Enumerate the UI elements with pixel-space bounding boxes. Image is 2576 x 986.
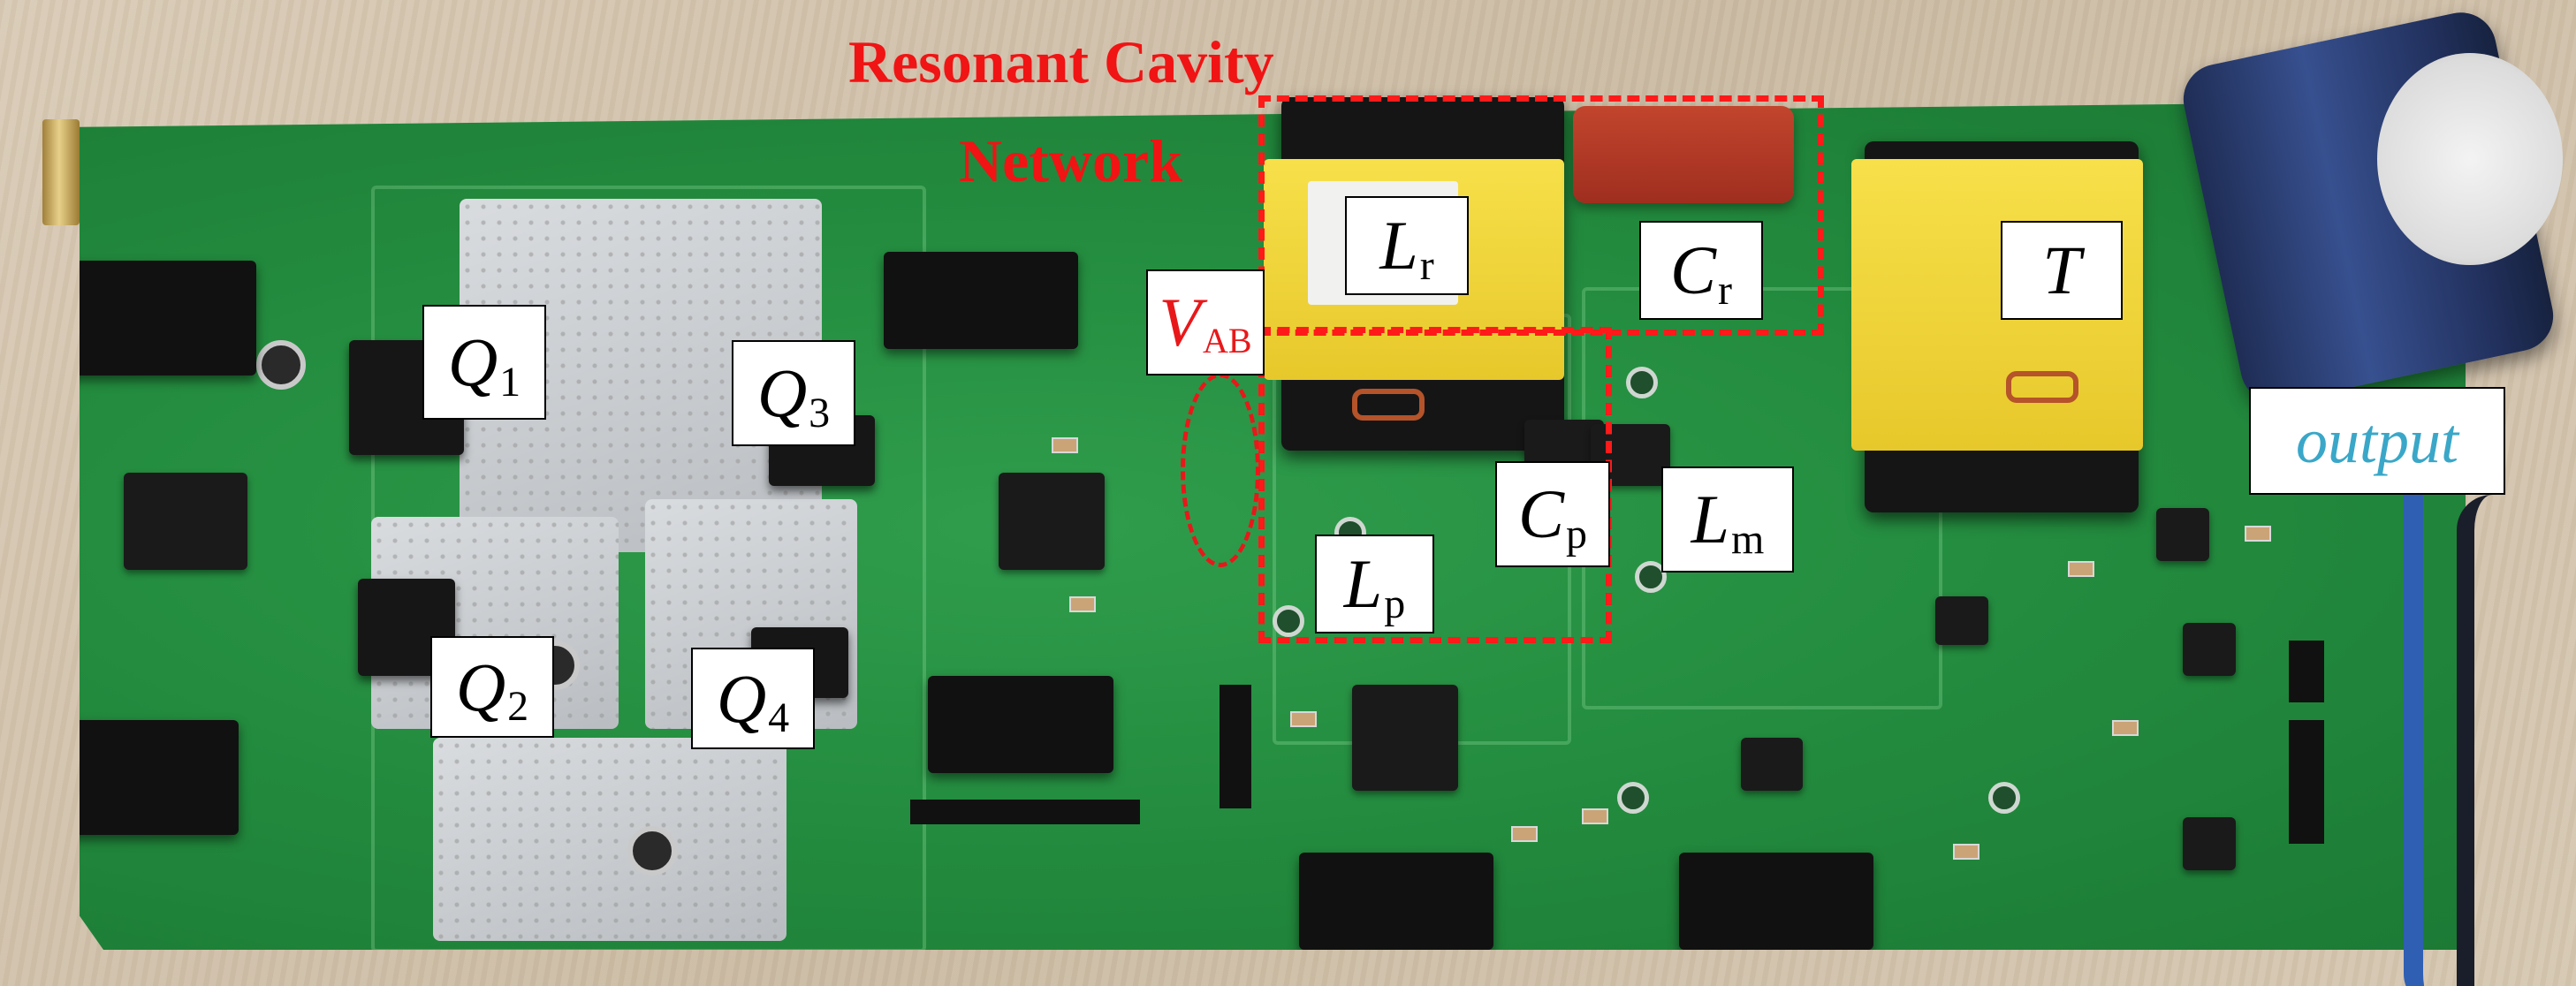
- label-t: T: [2001, 221, 2123, 320]
- small-ic: [1741, 738, 1803, 791]
- driver-ic: [999, 473, 1105, 570]
- smd-component: [1290, 711, 1317, 727]
- pin-header: [1220, 685, 1251, 808]
- smd-component: [1953, 844, 1979, 860]
- via: [1273, 605, 1304, 637]
- small-ic: [2183, 623, 2236, 676]
- isolated-driver-module: [1679, 853, 1873, 950]
- isolated-driver-module: [80, 720, 239, 835]
- small-ic: [2183, 817, 2236, 870]
- mounting-hole: [256, 340, 306, 390]
- label-q3-main: Q: [756, 354, 808, 431]
- driver-ic: [124, 473, 247, 570]
- isolated-driver-module: [928, 676, 1113, 773]
- smd-component: [2245, 526, 2271, 542]
- label-cr-main: C: [1669, 231, 1717, 308]
- smd-component: [2068, 561, 2094, 577]
- label-lp-sub: p: [1384, 580, 1406, 627]
- label-lm-main: L: [1691, 481, 1730, 557]
- label-t-main: T: [2042, 231, 2081, 308]
- small-ic: [2156, 508, 2209, 561]
- label-cp-sub: p: [1566, 510, 1588, 557]
- label-output: output: [2249, 387, 2505, 495]
- label-output-main: output: [2295, 406, 2458, 476]
- label-q3-sub: 3: [809, 389, 831, 436]
- label-lr-sub: r: [1419, 241, 1434, 289]
- label-vab-main: V: [1159, 284, 1202, 360]
- pin-header: [2289, 641, 2324, 702]
- smd-component: [1582, 808, 1608, 824]
- brass-standoff-left: [42, 119, 80, 225]
- label-q2-main: Q: [455, 648, 506, 725]
- label-q1-main: Q: [447, 323, 498, 400]
- label-lm-sub: m: [1731, 515, 1765, 563]
- via: [1617, 782, 1649, 814]
- smd-component: [1511, 826, 1538, 842]
- label-cp-main: C: [1517, 475, 1565, 552]
- label-q1-sub: 1: [499, 358, 521, 406]
- resonant-cavity-title-line2: Network: [959, 127, 1183, 194]
- output-wire-black: [2457, 495, 2576, 986]
- mounting-hole: [627, 826, 677, 876]
- label-q4-main: Q: [716, 659, 767, 737]
- resonant-capacitor-body: [1573, 106, 1794, 203]
- label-cr-sub: r: [1718, 266, 1732, 314]
- heatsink-plane-bottom: [433, 738, 786, 941]
- vab-measurement-ellipse: [1181, 373, 1260, 567]
- output-wire-blue: [2404, 459, 2576, 986]
- resonant-cavity-title-line1: Resonant Cavity: [848, 28, 1274, 95]
- smd-component: [1052, 437, 1078, 453]
- small-ic: [1935, 596, 1988, 645]
- transformer-winding: [2006, 371, 2078, 403]
- label-lr-main: L: [1379, 207, 1418, 284]
- isolated-driver-module: [884, 252, 1078, 349]
- label-lp-main: L: [1343, 545, 1383, 622]
- pin-header: [910, 800, 1140, 824]
- smd-component: [1069, 596, 1096, 612]
- via: [1988, 782, 2020, 814]
- isolated-driver-module: [80, 261, 256, 375]
- smd-component: [2112, 720, 2139, 736]
- via: [1626, 367, 1658, 398]
- copper-winding: [1352, 389, 1425, 421]
- pin-header: [2289, 720, 2324, 844]
- label-q4-sub: 4: [768, 694, 790, 741]
- label-vab-sub: AB: [1203, 320, 1252, 360]
- controller-ic: [1352, 685, 1458, 791]
- isolated-driver-module: [1299, 853, 1493, 950]
- label-q2-sub: 2: [507, 683, 529, 730]
- capacitor-top-vent: [2377, 53, 2563, 265]
